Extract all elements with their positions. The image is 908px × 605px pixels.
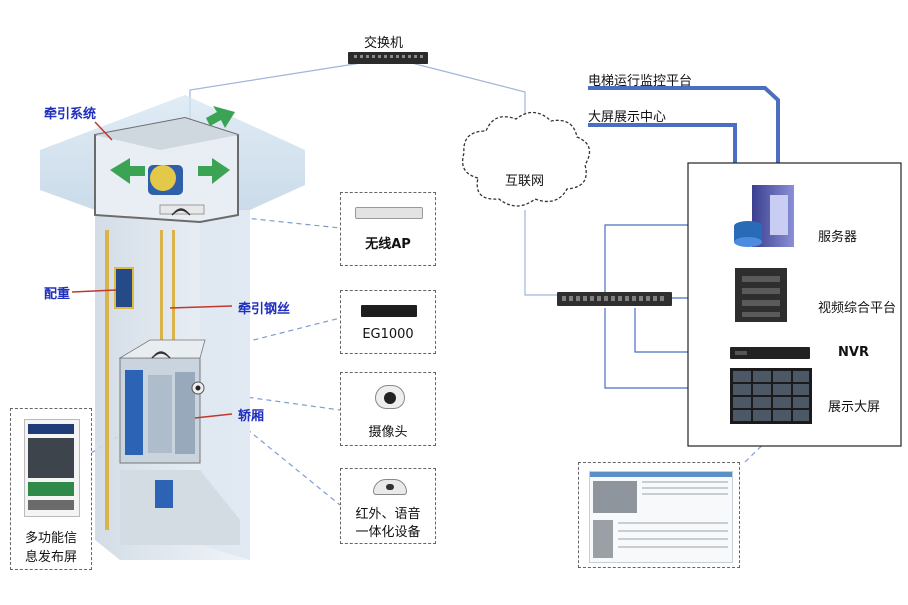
top-switch-icon [348,52,428,64]
link-ap [197,212,341,229]
ir-voice-device-icon [373,479,407,495]
wifi-icon-machine-room [171,208,191,216]
info-screen-label-2: 息发布屏 [24,550,77,565]
nvr-label: NVR [838,345,869,360]
link-camera [194,389,341,411]
monitor-platform-label: 电梯运行监控平台 [588,74,693,89]
link-display-center [588,123,737,165]
internet-label: 互联网 [505,174,545,189]
big-screen-icon [730,368,812,424]
internet-cloud-icon [461,111,591,207]
monitoring-screenshot [589,471,733,563]
server-icon [734,185,794,247]
ir-voice-label-1: 红外、语音 [355,507,421,522]
big-screen-label: 展示大屏 [828,400,881,415]
info-screen-box: 多功能信 息发布屏 [10,408,92,570]
link-monitor-platform [588,86,780,165]
camera-label: 摄像头 [368,425,408,440]
ap-device-icon [355,207,423,219]
traction-rope-label: 牵引钢丝 [238,302,291,317]
eg1000-box: EG1000 [340,290,436,354]
display-center-label: 大屏展示中心 [588,110,667,125]
ir-voice-label-2: 一体化设备 [355,525,421,540]
dome-camera-icon [375,385,405,409]
wireless-ap-label: 无线AP [365,237,411,252]
server-label: 服务器 [818,230,858,245]
lower-switch-icon [557,292,672,306]
switch-top-label: 交换机 [364,36,404,51]
traction-system-label: 牵引系统 [44,107,97,122]
elevator-car [118,339,206,464]
link-internet-to-switch [524,210,560,296]
elevator-shaft [40,95,305,560]
info-screen-label-1: 多功能信 [24,531,77,546]
video-platform-label: 视频综合平台 [818,301,897,316]
camera-box: 摄像头 [340,372,436,446]
nvr-icon [730,347,810,359]
counterweight-label: 配重 [44,287,71,302]
eg1000-label: EG1000 [362,327,414,342]
monitoring-screenshot-box [578,462,740,568]
video-platform-icon [735,268,787,322]
counterweight-block [114,267,134,309]
eg1000-device-icon [361,305,417,317]
wireless-ap-box: 无线AP [340,192,436,266]
car-label: 轿厢 [238,409,265,424]
ir-voice-box: 红外、语音 一体化设备 [340,468,436,544]
wifi-icon-car [151,351,171,359]
info-screen-device-icon [24,419,80,517]
